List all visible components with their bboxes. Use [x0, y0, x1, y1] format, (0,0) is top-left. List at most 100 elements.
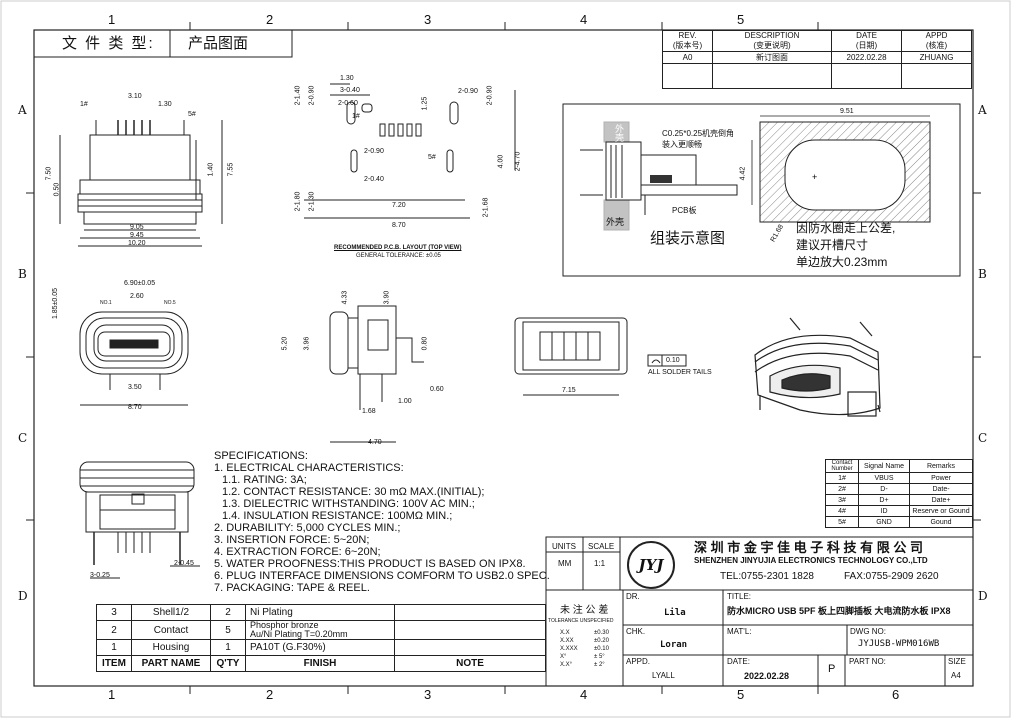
assembly-shell-top: 外壳: [614, 124, 624, 142]
rev-header-date: DATE(日期): [831, 30, 903, 52]
bom-cell: 2: [96, 620, 132, 640]
bom-header: PART NAME: [131, 655, 211, 672]
bom-cell: 5: [210, 620, 246, 640]
top-left-view: [59, 120, 223, 247]
dim-label: 7.15: [562, 387, 576, 394]
title-label: TITLE:: [727, 592, 752, 601]
dim-label: 1#: [352, 113, 360, 120]
pin-cell: D-: [858, 483, 910, 495]
bom-cell: Shell1/2: [131, 604, 211, 621]
bom-cell: [394, 639, 546, 656]
matl-label: MAT'L:: [727, 627, 752, 636]
bom-cell: 1: [210, 639, 246, 656]
tol-val: ±0.10: [594, 646, 609, 652]
chk-value: Loran: [660, 640, 688, 650]
tol-key: X.XXX: [560, 646, 578, 652]
dim-label: 4.33: [341, 290, 349, 305]
units-label: UNITS: [552, 542, 576, 551]
size-value: A4: [951, 671, 961, 680]
spec-line: 1.3. DIELECTRIC WITHSTANDING: 100V AC MI…: [222, 498, 475, 510]
rev-header-appd: APPD(核准): [901, 30, 972, 52]
dim-label: 2-1.68: [482, 197, 490, 218]
dim-label: 2-0.45: [174, 560, 194, 567]
spec-line: SPECIFICATIONS:: [214, 450, 308, 462]
appd-value: LYALL: [652, 671, 675, 680]
bom-cell: 1: [96, 639, 132, 656]
dim-label: 8.70: [128, 404, 142, 411]
pin-table: Contact Number Signal Name Remarks 1#VBU…: [825, 459, 973, 528]
front-view: [79, 311, 189, 406]
pin-cell: Date-: [909, 483, 973, 495]
appd-label: APPD.: [626, 657, 651, 666]
assembly-install-note: 装入更顺畅: [662, 140, 702, 149]
bottom-view: [514, 317, 687, 396]
pcb-layout-view: [304, 83, 516, 219]
grid-col-5-top: 5: [737, 12, 745, 27]
pin-cell: D+: [858, 494, 910, 506]
dim-label: 1.30: [340, 75, 354, 82]
bom-cell: 2: [210, 604, 246, 621]
spec-line: 6. PLUG INTERFACE DIMENSIONS COMFORM TO …: [214, 570, 550, 582]
dim-label: 2-1.80: [294, 191, 302, 212]
pin-header: Remarks: [909, 459, 973, 473]
bom-cell: Ni Plating: [245, 604, 395, 621]
grid-col-4-bottom: 4: [580, 687, 588, 702]
dwg-label: DWG NO:: [850, 627, 886, 636]
grid-col-1-bottom: 1: [108, 687, 116, 702]
assembly-pcb-label: PCB板: [672, 206, 697, 215]
revision-table: REV.(版本号) DESCRIPTION(变更说明) DATE(日期) APP…: [661, 30, 972, 89]
dim-label: 1.85±0.05: [52, 287, 60, 320]
tol-key: X.X: [560, 630, 570, 636]
grid-col-2-bottom: 2: [266, 687, 274, 702]
grid-col-3-top: 3: [424, 12, 432, 27]
dim-label: 5#: [188, 111, 196, 118]
dim-label: 5.20: [281, 336, 289, 351]
tolerance-cn: 未 注 公 差: [560, 605, 609, 616]
dim-label: 0.60: [430, 386, 444, 393]
spec-line: 1.1. RATING: 3A;: [222, 474, 307, 486]
assembly-note-2: 建议开槽尺寸: [796, 238, 869, 252]
doc-type-value: 产品图面: [188, 35, 249, 52]
grid-row-c-right: C: [978, 431, 988, 445]
company-fax: FAX:0755-2909 2620: [844, 571, 939, 582]
pin-cell: GND: [858, 516, 910, 528]
pin-cell: Date+: [909, 494, 973, 506]
dim-label: 2-0.90: [308, 85, 316, 106]
grid-row-b-left: B: [18, 267, 27, 281]
pin-cell: 4#: [825, 505, 859, 517]
doc-type-label: 文 件 类 型:: [62, 35, 155, 52]
spec-line: 4. EXTRACTION FORCE: 6~20N;: [214, 546, 381, 558]
date-label: DATE:: [727, 657, 750, 666]
dim-label: 8.70: [392, 222, 406, 229]
dim-label: 2-0.90: [486, 85, 494, 106]
side-view: [329, 305, 424, 443]
spec-line: 1. ELECTRICAL CHARACTERISTICS:: [214, 462, 404, 474]
pin-cell: 2#: [825, 483, 859, 495]
bom-header: ITEM: [96, 655, 132, 672]
dim-label: 1.68: [362, 408, 376, 415]
spec-line: 2. DURABILITY: 5,000 CYCLES MIN.;: [214, 522, 401, 534]
units-value: MM: [558, 559, 572, 568]
dim-label: 3-0.40: [340, 87, 360, 94]
logo-text: JYJ: [638, 556, 664, 574]
dwg-value: JYJUSB-WPM016WB: [858, 639, 940, 649]
dim-label: 2-0.90: [458, 88, 478, 95]
rev-cell: ZHUANG: [901, 51, 972, 64]
pin-cell: ID: [858, 505, 910, 517]
p-label: P: [828, 663, 836, 675]
date-value: 2022.02.28: [744, 671, 790, 681]
rear-view: [79, 461, 200, 579]
pin-cell: Power: [909, 472, 973, 484]
dim-label: 9.05: [130, 224, 144, 231]
assembly-shell-bottom: 外壳: [606, 217, 625, 227]
company-name-en: SHENZHEN JINYUJIA ELECTRONICS TECHNOLOGY…: [694, 556, 928, 565]
spec-line: 5. WATER PROOFNESS:THIS PRODUCT IS BASED…: [214, 558, 526, 570]
rev-header-desc: DESCRIPTION(变更说明): [712, 30, 833, 52]
dim-label: 1.30: [158, 101, 172, 108]
grid-row-c-left: C: [18, 431, 28, 445]
dim-label: NO.5: [164, 300, 176, 306]
spec-line: 1.4. INSULATION RESISTANCE: 100MΩ MIN.;: [222, 510, 453, 522]
dim-label: 1.40: [207, 162, 215, 177]
bom-cell: PA10T (G.F30%): [245, 639, 395, 656]
